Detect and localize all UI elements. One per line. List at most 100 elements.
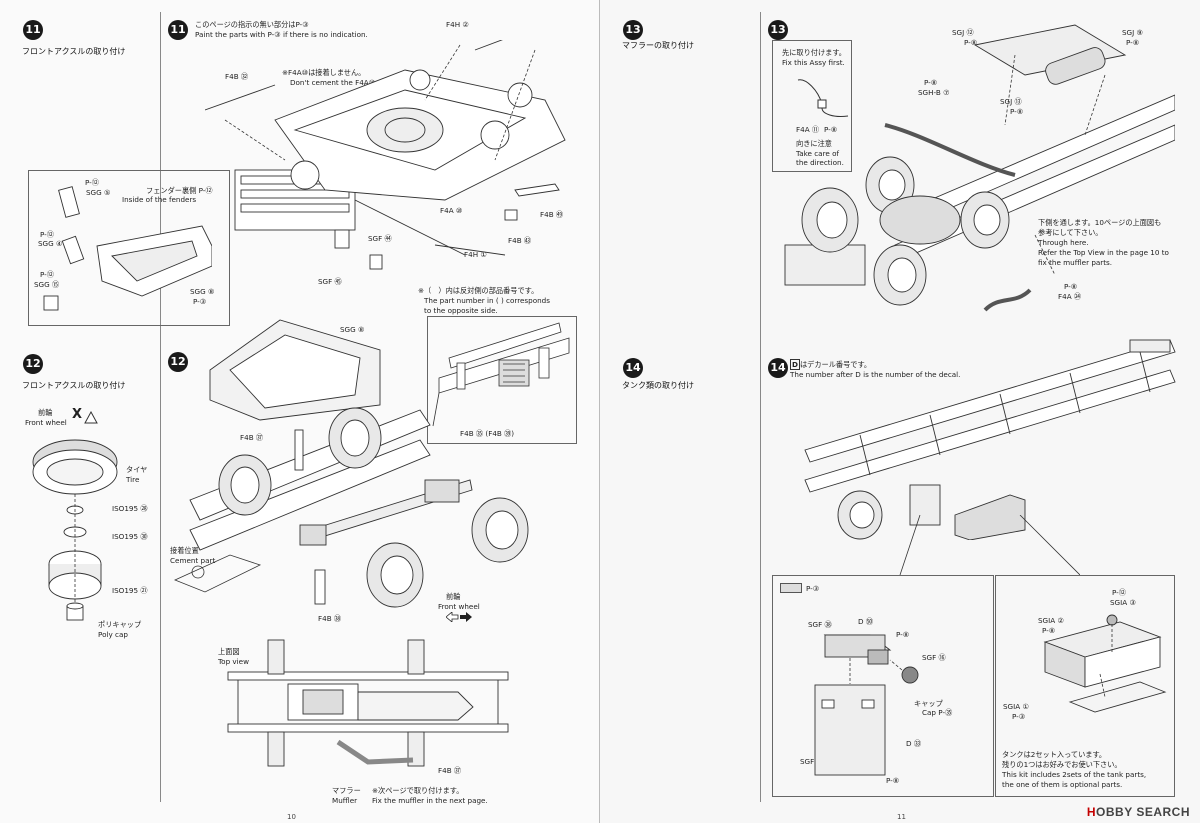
warning-triangle-icon (84, 411, 98, 424)
part-label: F4B ㊾ (540, 210, 564, 219)
part-label: SGJ ⑬ (1000, 97, 1022, 106)
part-label: F4B ㊲ (240, 433, 264, 442)
kit-note-jp: 残りの1つはお好みでお使い下さい。 (1002, 760, 1122, 769)
through-note-en: Through here. (1038, 238, 1089, 247)
step-number: 11 (23, 20, 43, 40)
part-label: SGF ㊳ (808, 620, 832, 629)
front-wheel-jp: 前輪 (38, 408, 53, 417)
paint-code: P-⑧ (1064, 282, 1078, 291)
kit-note-jp: タンクは2セット入っています。 (1002, 750, 1107, 759)
inside-fender-en: Inside of the fenders (122, 195, 197, 204)
next-page-note-en: Fix the muffler in the next page. (372, 796, 488, 805)
step-title: フロントアクスルの取り付け (22, 47, 126, 56)
left-page: 11 フロントアクスルの取り付け 11 このページの指示の無い部分はP-③ Pa… (22, 0, 600, 823)
cap-label: Cap P-㉟ (922, 708, 953, 717)
paint-code: P-⑫ (40, 270, 54, 279)
part-label: SGG ⑮ (34, 280, 60, 289)
paint-code: P-⑧ (1042, 626, 1056, 635)
paint-code: P-⑧ (896, 630, 910, 639)
through-note-en: Refer the Top View in the page 10 to (1038, 248, 1169, 257)
paint-code: P-③ (806, 584, 820, 593)
opposite-note-en: to the opposite side. (424, 306, 498, 315)
polycap-en: Poly cap (98, 630, 128, 639)
tire-jp: タイヤ (126, 465, 148, 474)
paint-code: P-③ (1012, 712, 1026, 721)
battery-box-detail (772, 575, 994, 797)
through-note-en: fix the muffler parts. (1038, 258, 1113, 267)
through-note-jp: 下側を通します。10ページの上面図も (1038, 218, 1162, 227)
cement-jp: 接着位置 (170, 546, 199, 555)
top-view-illustration (227, 639, 509, 767)
pipe-assembly-illustration (797, 79, 849, 117)
polycap-jp: ポリキャップ (98, 620, 142, 629)
front-wheel-en: Front wheel (438, 602, 480, 611)
color-swatch (780, 583, 802, 593)
part-label: SGG ⑤ (86, 188, 111, 197)
part-label: F4A ⑪ (796, 125, 820, 134)
top-view-en: Top view (218, 657, 249, 666)
part-label: F4B ㊲ (438, 766, 462, 775)
page-number: 10 (287, 813, 296, 821)
part-label: ISO195 ㉘ (112, 504, 148, 513)
part-label: F4H ② (446, 20, 469, 29)
paint-code: P-⑧ (886, 776, 900, 785)
assy-first-box (772, 40, 852, 172)
paint-note-en: Paint the parts with P-③ if there is no … (195, 30, 368, 39)
decal-label: D ㊿ (858, 617, 874, 626)
top-view-jp: 上面図 (218, 647, 240, 656)
inside-fender-jp: フェンダー裏側 P-⑫ (146, 186, 213, 195)
hobby-search-logo: HOBBY SEARCH (1086, 805, 1190, 819)
part-label: F4B ㉜ (225, 72, 249, 81)
part-label: ISO195 ㉑ (112, 586, 148, 595)
part-label: F4B ㊸ (508, 236, 532, 245)
chassis-front-illustration (205, 40, 566, 270)
step-number: 12 (168, 352, 188, 372)
part-label: SGG ⑧ (340, 325, 365, 334)
step-number: 14 (768, 358, 788, 378)
kit-note-en: the one of them is optional parts. (1002, 780, 1123, 789)
page-number: 11 (897, 813, 906, 821)
fuel-tank-detail (995, 575, 1175, 797)
warning-en: Don't cement the F4A⑩. (290, 78, 378, 87)
front-wheel-en: Front wheel (25, 418, 67, 427)
through-note-jp: 参考にして下さい。 (1038, 228, 1103, 237)
assy-first-en: Fix this Assy first. (782, 58, 845, 67)
muffler-jp: マフラー (332, 786, 361, 795)
step-number: 11 (168, 20, 188, 40)
suspension-detail-box (427, 316, 577, 444)
part-label: F4B ㊳ (318, 614, 342, 623)
step-number: 12 (23, 354, 43, 374)
chassis-wheels-illustration (173, 319, 529, 608)
direction-arrow-icon (446, 612, 472, 622)
next-page-note-jp: ※次ページで取り付けます。 (372, 786, 464, 795)
step-number: 13 (768, 20, 788, 40)
part-label: SGF ⑯ (922, 653, 946, 662)
paint-code: P-⑧ (924, 78, 938, 87)
direction-en: Take care of (796, 149, 840, 158)
column-divider (160, 12, 161, 802)
fender-illustration (43, 186, 212, 311)
paint-code: P-⑧ (1126, 38, 1140, 47)
decal-icon: D (790, 359, 800, 370)
part-label: SGJ ⑨ (1122, 28, 1143, 37)
part-label: SGJ ⑫ (952, 28, 974, 37)
tire-en: Tire (126, 475, 140, 484)
fender-detail-box (28, 170, 230, 326)
part-label: F4A ㉔ (1058, 292, 1082, 301)
column-divider (760, 12, 761, 802)
callout-lines (899, 515, 1080, 575)
warning-jp: ※F4A⑩は接着しません。 (282, 68, 366, 77)
wheel-exploded-illustration (32, 439, 118, 621)
opposite-note-jp: ※（ ）内は反対側の部品番号です。 (418, 286, 539, 295)
cap-label: キャップ (914, 699, 943, 708)
part-label: SGG ⑧ (190, 287, 215, 296)
battery-box-illustration (814, 634, 919, 776)
assy-first-jp: 先に取り付けます。 (782, 48, 846, 57)
step-number: 14 (623, 358, 643, 378)
decal-label: D ㉝ (906, 739, 922, 748)
no-cement-mark: X (72, 407, 83, 422)
paint-code: P-⑧ (964, 38, 978, 47)
part-label: F4H ① (464, 250, 487, 259)
direction-en: the direction. (796, 158, 844, 167)
